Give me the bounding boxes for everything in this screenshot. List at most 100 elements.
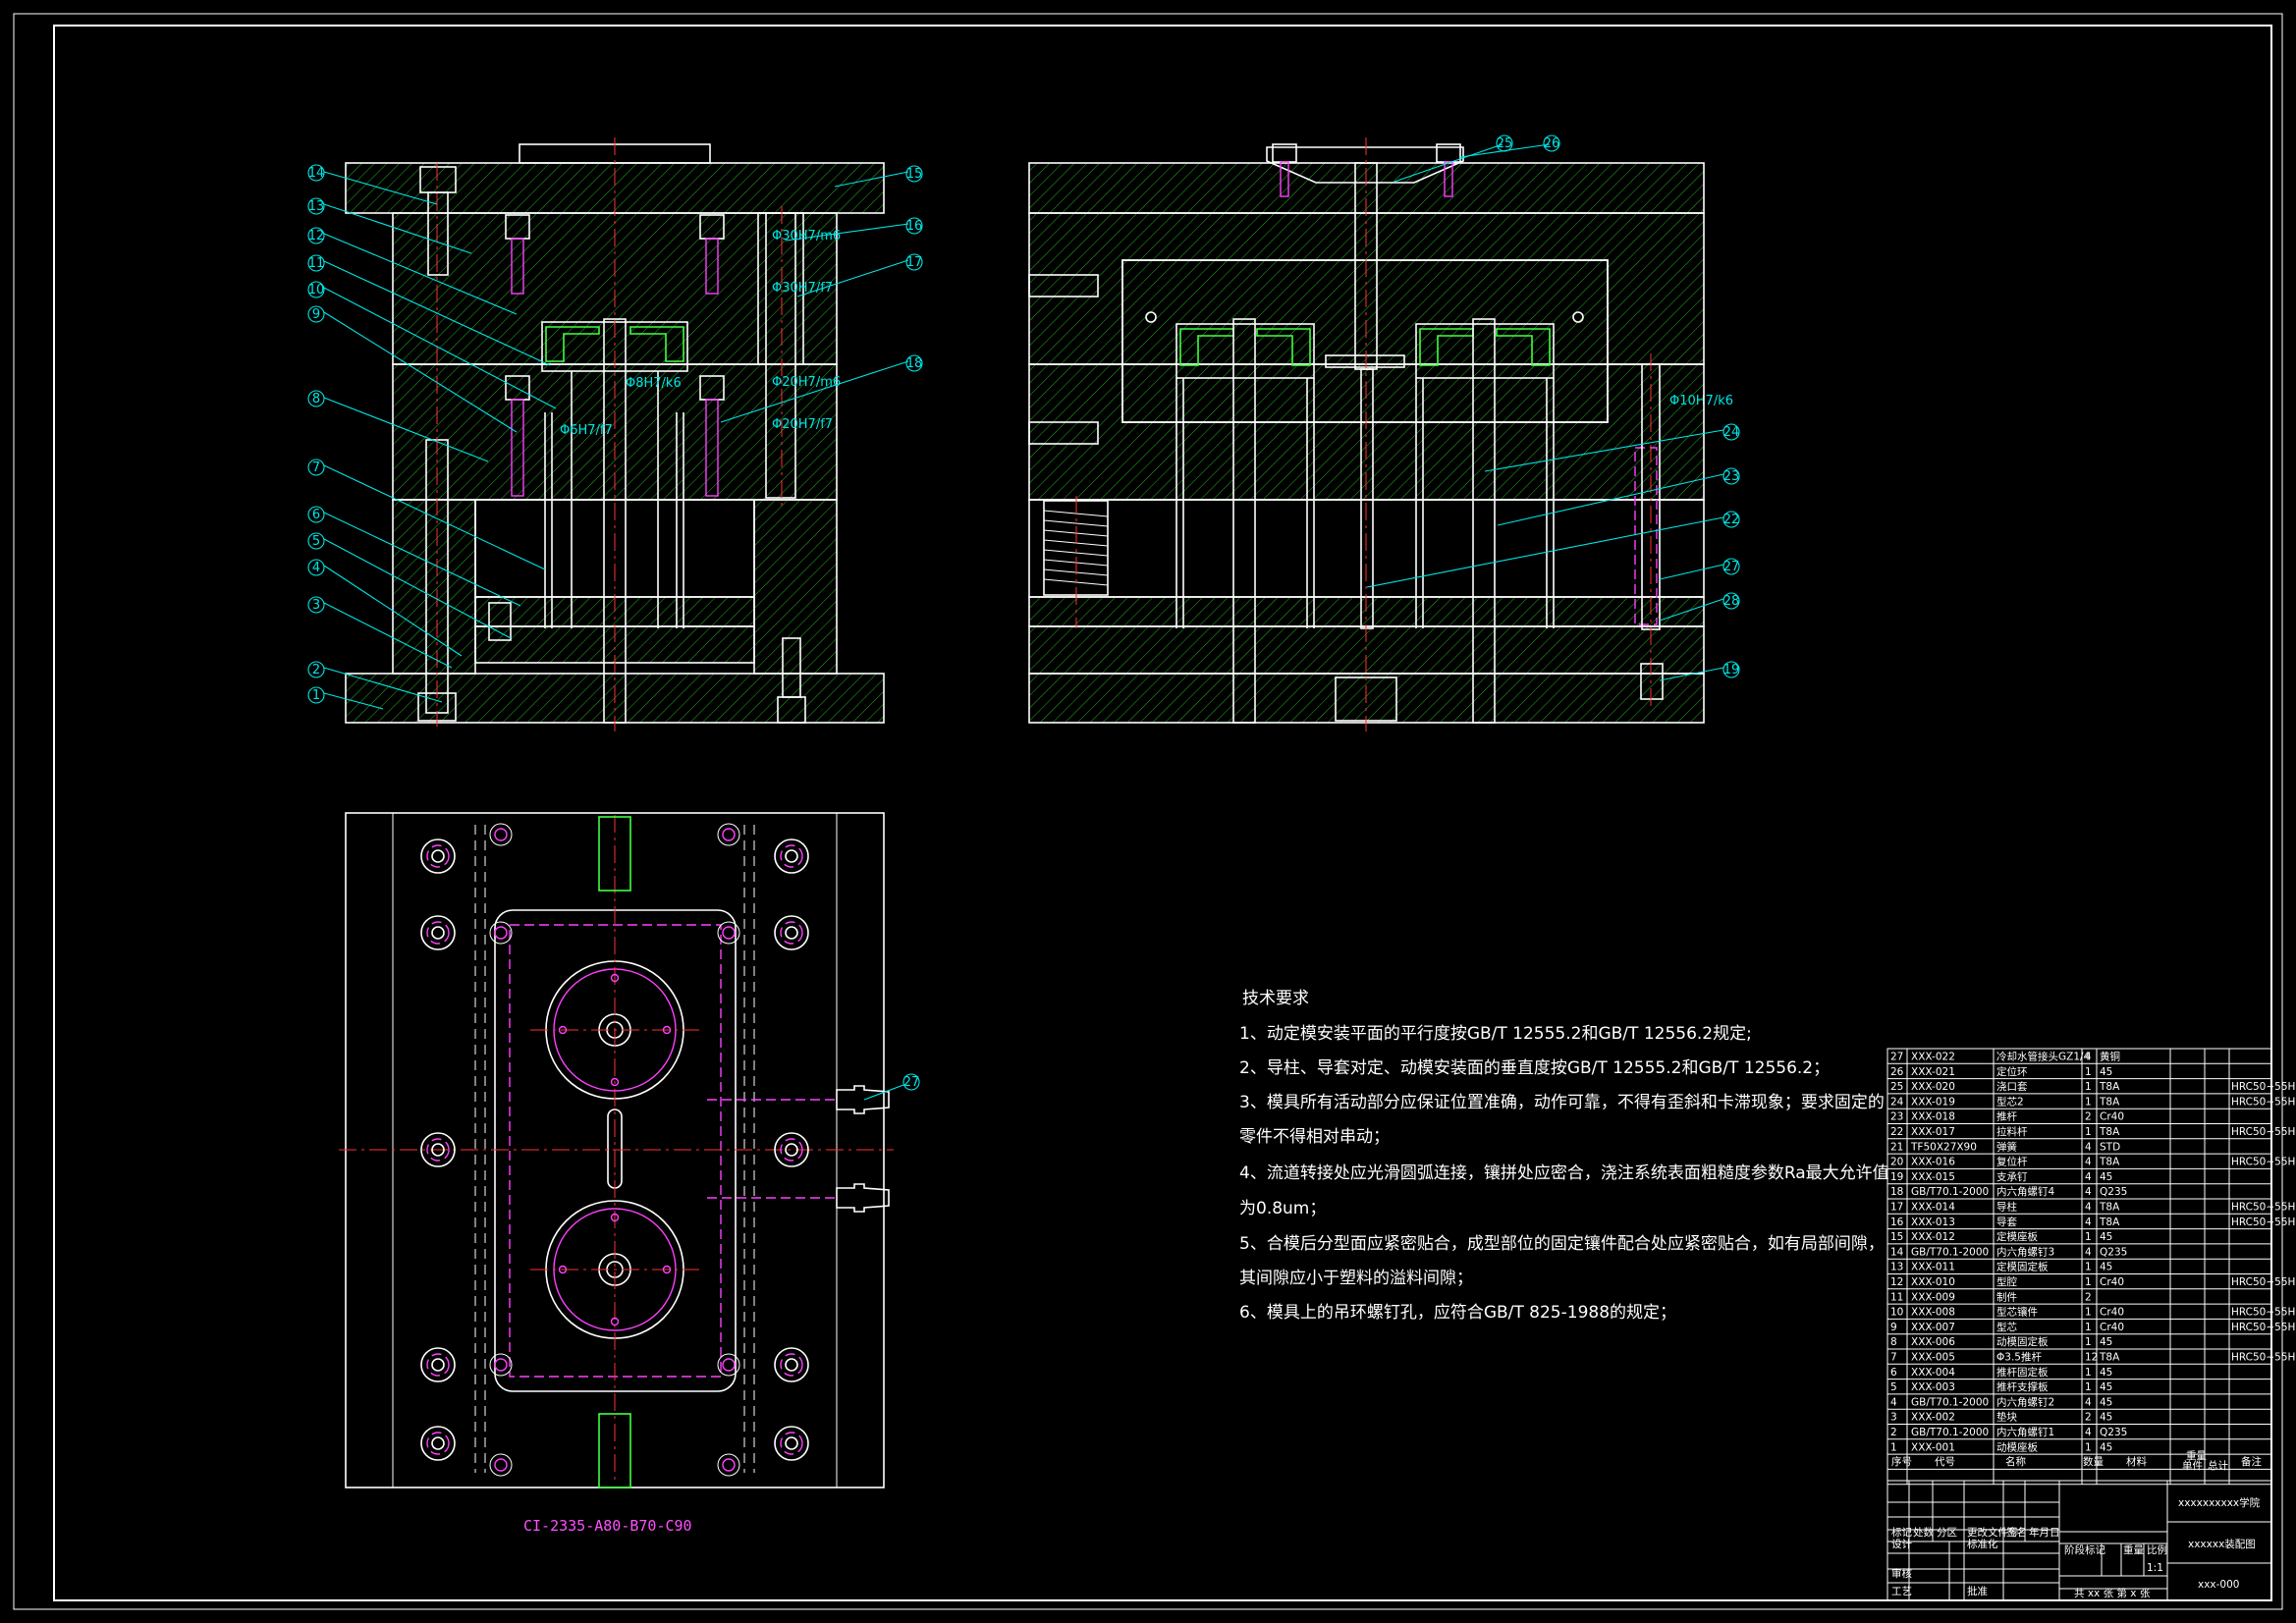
callout-balloon: 13: [307, 197, 325, 215]
fit-label: Φ20H7/f7: [772, 417, 833, 432]
bom-cell-mat: 45: [2100, 1381, 2112, 1393]
bolt-hole: [420, 839, 456, 874]
bom-cell-code: XXX-011: [1911, 1262, 1955, 1273]
bom-cell-no: 2: [1890, 1427, 1897, 1438]
ejector-pin-hole: [610, 1213, 620, 1222]
bom-cell-code: XXX-001: [1911, 1441, 1955, 1453]
ejector-pin-hole: [558, 1025, 568, 1035]
bom-cell-name: 推杆支撑板: [1996, 1380, 2049, 1393]
screw-hole: [489, 921, 513, 945]
ejector-pin-hole: [610, 973, 620, 983]
fit-label: Φ30H7/m6: [772, 229, 841, 243]
bom-cell-qty: 1: [2085, 1336, 2092, 1348]
bom-cell-name: 冷却水管接头GZ1/4: [1996, 1051, 2091, 1063]
bolt-hole: [420, 1426, 456, 1461]
ejector-pin-hole: [558, 1265, 568, 1274]
bom-cell-no: 13: [1890, 1262, 1903, 1273]
bom-header-total: 总计: [2208, 1459, 2229, 1472]
tech-req-line: 3、模具所有活动部分应保证位置准确，动作可靠，不得有歪斜和卡滞现象；要求固定的: [1239, 1093, 1885, 1112]
drawing-title: xxxxxx装配图: [2188, 1538, 2256, 1550]
callout-number: 12: [308, 229, 325, 243]
callout-number: 15: [906, 167, 923, 182]
bom-cell-qty: 4: [2085, 1171, 2092, 1183]
bom-cell-mat: Cr40: [2100, 1322, 2124, 1333]
bom-cell-code: XXX-016: [1911, 1157, 1955, 1168]
bom-header-mat: 材料: [2126, 1455, 2148, 1468]
tech-req-line: 2、导柱、导套对定、动模安装面的垂直度按GB/T 12555.2和GB/T 12…: [1239, 1058, 1830, 1078]
tech-req-line: 零件不得相对串动；: [1239, 1127, 1390, 1147]
bom-cell-name: Φ3.5推杆: [1996, 1351, 2042, 1364]
callout-number: 10: [308, 283, 325, 298]
bom-cell-code: XXX-007: [1911, 1322, 1955, 1333]
callout-number: 18: [906, 356, 923, 371]
tb-role-design: 设计: [1891, 1538, 1913, 1550]
bom-row: 5 XXX-003 推杆支撑板 1 45: [1890, 1380, 2112, 1393]
bom-cell-name: 导柱: [1996, 1201, 2018, 1214]
callout-balloon: 18: [905, 354, 923, 372]
bom-header-row: 序号 代号 名称 数量 材料 重量 单件 总计 备注: [1891, 1449, 2263, 1472]
callout-balloon: 24: [1722, 423, 1740, 441]
screw-hole: [717, 1353, 740, 1377]
bom-cell-no: 1: [1890, 1441, 1897, 1453]
bom-cell-mat: 45: [2100, 1336, 2112, 1348]
stage-label: 阶段标记: [2064, 1543, 2105, 1556]
bom-cell-no: 5: [1890, 1381, 1897, 1393]
bolt-hole: [420, 1132, 456, 1167]
ejector-pin-hole: [610, 1317, 620, 1326]
tb-label-zone: 分区: [1937, 1527, 1957, 1539]
bom-cell-mat: T8A: [2099, 1126, 2120, 1138]
bom-cell-mat: 45: [2100, 1412, 2112, 1424]
bom-cell-name: 内六角螺钉3: [1996, 1245, 2054, 1258]
front-section-view: [345, 137, 885, 731]
bom-cell-no: 7: [1890, 1352, 1897, 1364]
bom-cell-note: HRC50~55HRC: [2231, 1081, 2296, 1093]
tb-label-date: 年月日: [2029, 1526, 2060, 1539]
callout-number: 5: [312, 534, 320, 549]
plan-view: CI-2335-A80-B70-C90: [339, 812, 904, 1535]
bom-cell-qty: 1: [2085, 1231, 2092, 1243]
callout-number: 24: [1723, 425, 1740, 440]
callout-number: 14: [308, 166, 325, 181]
tb-label-mark: 标记: [1891, 1527, 1913, 1539]
bom-cell-mat: 45: [2100, 1441, 2112, 1453]
bom-cell-note: HRC50~55HRC: [2231, 1096, 2296, 1108]
bom-cell-no: 20: [1890, 1157, 1903, 1168]
bolt-hole: [774, 1426, 809, 1461]
bom-cell-code: XXX-012: [1911, 1231, 1955, 1243]
bolt-hole: [774, 915, 809, 950]
bom-header-no: 序号: [1891, 1455, 1912, 1468]
school-name: xxxxxxxxxx学院: [2178, 1496, 2261, 1509]
bom-cell-no: 16: [1890, 1217, 1904, 1228]
bom-header-name: 名称: [2005, 1455, 2027, 1468]
bom-cell-code: GB/T70.1-2000: [1911, 1396, 1989, 1408]
bom-cell-mat: Q235: [2100, 1246, 2127, 1258]
ejector-pin-hole: [610, 1077, 620, 1087]
bom-cell-code: XXX-003: [1911, 1381, 1955, 1393]
tb-role-standard: 标准化: [1967, 1538, 1998, 1550]
callout-balloon: 23: [1722, 467, 1740, 485]
bom-cell-qty: 4: [2085, 1157, 2092, 1168]
bom-cell-qty: 1: [2085, 1381, 2092, 1393]
bom-cell-note: HRC50~55HRC: [2231, 1217, 2296, 1228]
ejector-pin-hole: [662, 1025, 672, 1035]
callout-balloon: 4: [307, 559, 325, 576]
callout-number: 26: [1544, 136, 1560, 151]
bom-cell-no: 18: [1890, 1186, 1903, 1198]
bom-cell-mat: 黄铜: [2100, 1051, 2120, 1063]
screw-hole: [489, 1353, 513, 1377]
bom-cell-mat: 45: [2100, 1231, 2112, 1243]
bom-cell-name: 拉料杆: [1996, 1125, 2028, 1138]
tech-req-line: 6、模具上的吊环螺钉孔，应符合GB/T 825-1988的规定；: [1239, 1303, 1676, 1323]
